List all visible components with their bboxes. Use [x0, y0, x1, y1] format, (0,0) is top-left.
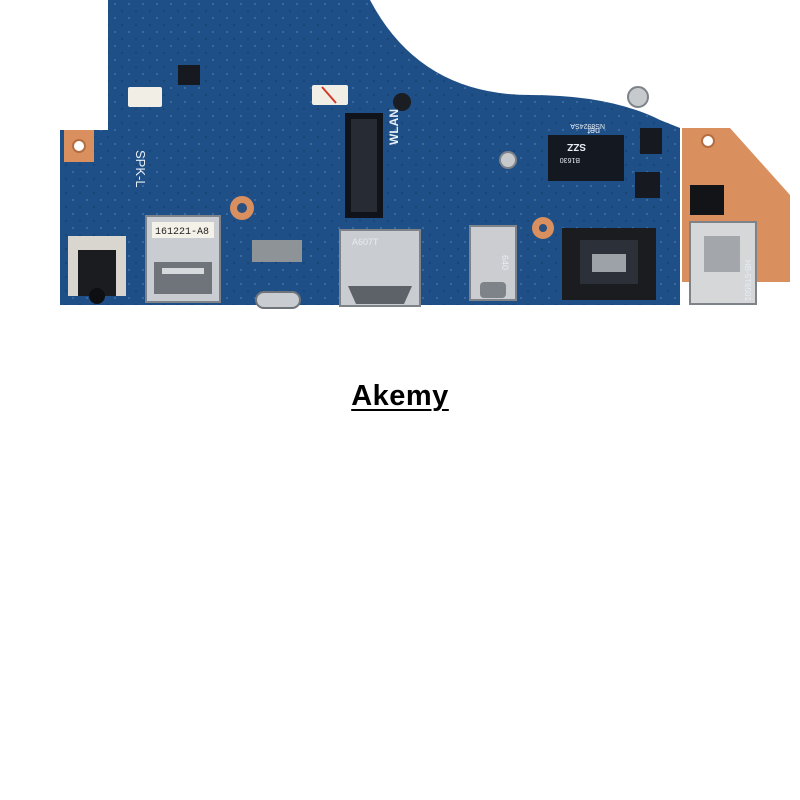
typec-marking: 640: [500, 255, 510, 270]
usb-c-port-2: 640: [469, 225, 517, 301]
spk-label: SPK-L: [133, 150, 148, 188]
usb-c-port: [252, 240, 302, 309]
chip-logo: SZZ: [567, 141, 586, 152]
connector-black-right: [690, 185, 724, 215]
dc-jack-marking: HB-5T6501: [743, 260, 752, 301]
connector-white-1: [128, 87, 162, 107]
ic-chip-right: [640, 128, 662, 154]
copper-ring-2-hole: [539, 224, 547, 232]
dc-power-jack: HB-5T6501: [689, 221, 757, 305]
hdmi-marking: A607T: [352, 237, 379, 247]
inductor: [393, 93, 411, 111]
copper-ring-hole: [237, 203, 247, 213]
hdmi-port: A607T: [339, 229, 421, 307]
chip-code: B1630: [560, 156, 580, 163]
usb-a-port: 161221-A8: [145, 215, 221, 303]
chip-small: [178, 65, 200, 85]
screw-standoff: [627, 86, 649, 108]
chip-model: NS8924SA: [570, 122, 605, 129]
chip-brand: net: [587, 126, 600, 136]
mount-hole-right: [701, 134, 715, 148]
brand-name: Akemy: [351, 380, 449, 412]
mount-hole-left: [72, 139, 86, 153]
wlan-label: WLAN: [387, 109, 401, 145]
network-chip: [548, 135, 624, 181]
usb-sticker: 161221-A8: [155, 227, 209, 238]
audio-jack: [68, 236, 126, 304]
ethernet-port: [562, 228, 656, 300]
screw-standoff-2: [499, 151, 517, 169]
motherboard-photo: WLAN SPK-L SZZ net B1630 NS8924SA 161221…: [60, 0, 790, 309]
ic-chip-right-2: [635, 172, 660, 198]
